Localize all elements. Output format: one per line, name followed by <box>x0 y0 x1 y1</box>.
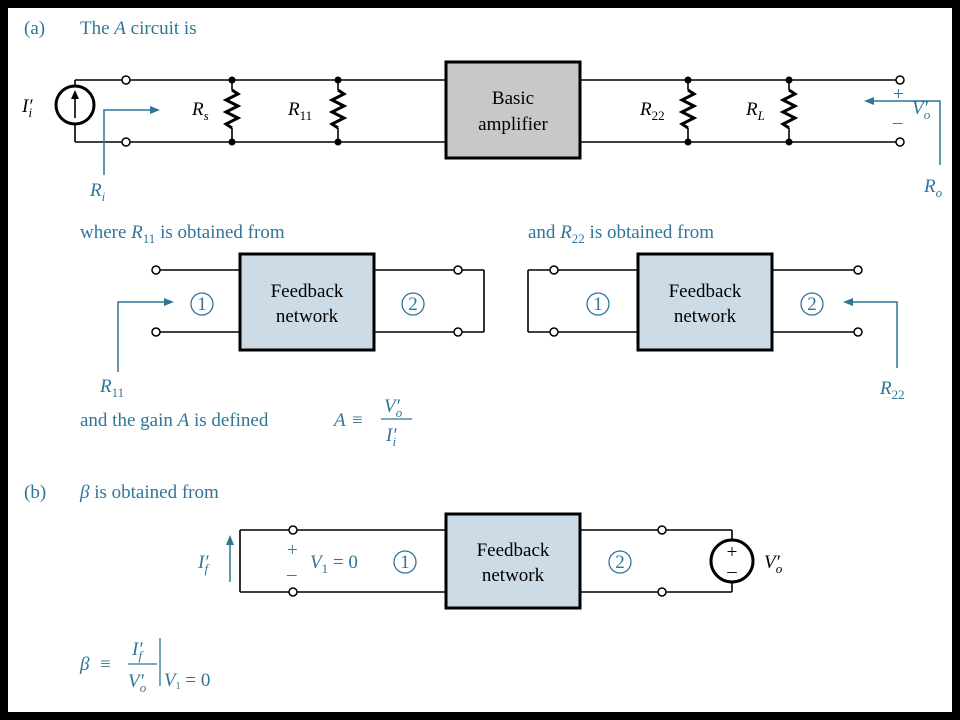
svg-text:network: network <box>482 565 545 586</box>
svg-text:network: network <box>276 306 339 327</box>
svg-text:I′f: I′f <box>131 639 144 663</box>
r22-label: R22 <box>639 99 665 123</box>
svg-text:V1 = 0: V1 = 0 <box>164 670 210 692</box>
figure-panel: (a) The A circuit is I′i Ri Rs <box>8 8 952 712</box>
r11-port-label: R11 <box>99 376 124 400</box>
svg-text:β: β <box>79 654 90 675</box>
svg-text:2: 2 <box>408 294 418 315</box>
resistor-rs: Rs <box>191 76 242 146</box>
source-label: I′i <box>21 96 33 120</box>
svg-text:Feedback: Feedback <box>669 281 742 302</box>
and-r22-text: and R22 is obtained from <box>528 222 714 246</box>
svg-text:I′i: I′i <box>385 425 397 449</box>
basic-amplifier-block: Basic amplifier <box>444 60 582 160</box>
svg-text:network: network <box>674 306 737 327</box>
feedback-network-r11: Feedback network 1 2 R11 <box>99 252 485 400</box>
part-b-label: (b) <box>24 482 46 503</box>
terminal <box>121 137 131 147</box>
svg-text:V′o: V′o <box>384 396 403 420</box>
svg-text:V′o: V′o <box>764 552 783 576</box>
terminal <box>895 75 905 85</box>
ro-label: Ro <box>923 176 943 200</box>
terminal <box>121 75 131 85</box>
svg-text:≡: ≡ <box>100 654 111 675</box>
svg-text:–: – <box>892 112 903 133</box>
r22-port-label: R22 <box>879 378 905 402</box>
svg-text:V′o: V′o <box>912 98 931 122</box>
svg-text:+: + <box>893 84 904 105</box>
svg-text:1: 1 <box>197 294 207 315</box>
beta-circuit: Feedback network 1 2 + – V′o + – V1 = 0 … <box>197 512 783 610</box>
a-circuit-wires <box>74 79 900 143</box>
ri-label: Ri <box>89 180 106 204</box>
svg-text:A: A <box>332 410 346 431</box>
beta-equation: β ≡ I′f V′o V1 = 0 <box>79 638 210 695</box>
where-r11-text: where R11 is obtained from <box>80 222 285 246</box>
part-a-label: (a) <box>24 18 45 39</box>
part-a-title: (a) The A circuit is <box>24 18 197 39</box>
resistor-r11: R11 <box>287 76 348 146</box>
gain-definition: and the gain A is defined A ≡ V′o I′i <box>80 396 412 449</box>
svg-text:–: – <box>286 564 297 585</box>
resistor-rl: RL <box>745 76 799 146</box>
svg-text:Feedback: Feedback <box>271 281 344 302</box>
svg-text:1: 1 <box>593 294 603 315</box>
part-a-heading: The A circuit is <box>80 18 197 39</box>
svg-text:1: 1 <box>400 552 410 573</box>
svg-text:≡: ≡ <box>352 410 363 431</box>
svg-text:+: + <box>727 542 738 563</box>
svg-text:+: + <box>287 540 298 561</box>
current-source: I′i <box>21 84 96 126</box>
circuit-figure: (a) The A circuit is I′i Ri Rs <box>21 18 943 695</box>
ri-arrow: Ri <box>89 106 160 204</box>
part-b-title: (b) β is obtained from <box>24 482 219 503</box>
svg-text:V1 = 0: V1 = 0 <box>310 552 358 576</box>
feedback-network-r22: Feedback network 1 2 R22 <box>527 252 905 402</box>
svg-text:2: 2 <box>807 294 817 315</box>
svg-text:2: 2 <box>615 552 625 573</box>
svg-text:–: – <box>726 561 737 582</box>
svg-text:I′f: I′f <box>197 552 210 576</box>
vo-output-label: + – V′o <box>892 84 931 133</box>
svg-text:and the gain A is defined: and the gain A is defined <box>80 410 269 431</box>
svg-text:Feedback: Feedback <box>477 540 550 561</box>
amp-line2: amplifier <box>478 114 548 135</box>
rl-label: RL <box>745 99 765 123</box>
part-b-heading: β is obtained from <box>79 482 219 503</box>
amp-line1: Basic <box>492 88 534 109</box>
resistor-r22: R22 <box>639 76 698 146</box>
rs-label: Rs <box>191 99 209 123</box>
svg-text:V′o: V′o <box>128 671 147 695</box>
r11-label: R11 <box>287 99 312 123</box>
terminal <box>895 137 905 147</box>
ro-arrow: Ro <box>864 97 943 200</box>
